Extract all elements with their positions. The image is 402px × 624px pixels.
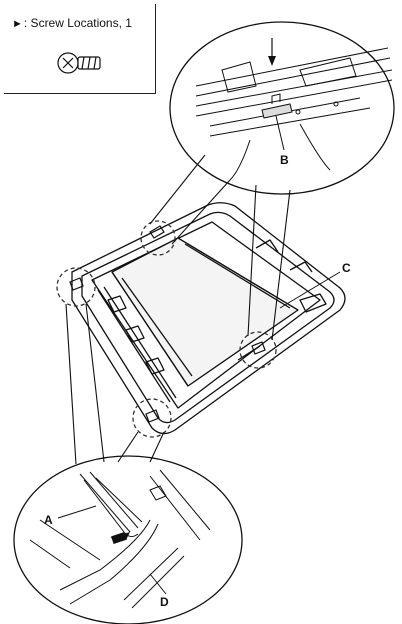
legend-label: : Screw Locations, 1 bbox=[23, 16, 132, 30]
left-detail-circle bbox=[56, 267, 96, 307]
screw-icon bbox=[57, 52, 101, 74]
legend-caption: ►: Screw Locations, 1 bbox=[12, 16, 132, 30]
bottom-connector-lines bbox=[65, 303, 165, 465]
callout-c: C bbox=[342, 261, 351, 275]
callout-a: A bbox=[44, 513, 53, 527]
bottom-detail-circle bbox=[132, 398, 172, 438]
screw-location-arrow-icon bbox=[268, 56, 276, 66]
screw-marks bbox=[69, 225, 266, 423]
bottom-magnified-view bbox=[13, 455, 243, 624]
screw-location-arrow-icon: ► bbox=[12, 18, 23, 30]
right-detail-circle bbox=[239, 331, 277, 369]
top-detail-circle bbox=[140, 220, 176, 256]
top-magnified-view bbox=[169, 21, 395, 195]
callout-b: B bbox=[280, 153, 289, 167]
callout-leaders bbox=[57, 115, 341, 595]
top-connector-lines bbox=[149, 154, 291, 341]
detail-circles bbox=[56, 220, 277, 438]
callout-d: D bbox=[160, 595, 169, 609]
sunroof-frame bbox=[71, 202, 346, 435]
legend-panel: ►: Screw Locations, 1 bbox=[4, 4, 156, 94]
